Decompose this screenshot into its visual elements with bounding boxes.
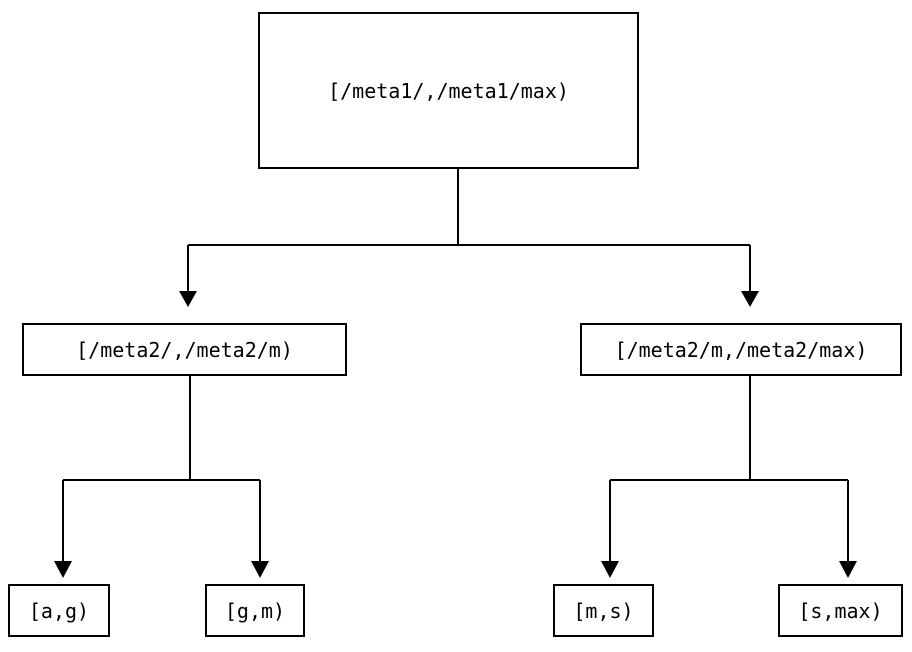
node-mid-left-label: [/meta2/,/meta2/m) <box>76 337 293 362</box>
arrowhead-mid-right <box>741 291 759 307</box>
node-leaf-a-g[interactable]: [a,g) <box>8 584 110 637</box>
arrowhead-leaf-g-m <box>251 561 269 578</box>
arrowhead-leaf-a-g <box>54 561 72 578</box>
arrowhead-leaf-m-s <box>601 561 619 578</box>
node-leaf-g-m[interactable]: [g,m) <box>205 584 305 637</box>
node-leaf-m-s-label: [m,s) <box>573 598 634 623</box>
node-leaf-s-max[interactable]: [s,max) <box>778 584 903 637</box>
arrowhead-mid-left <box>179 291 197 307</box>
node-root-label: [/meta1/,/meta1/max) <box>328 78 569 103</box>
arrowhead-leaf-s-max <box>839 561 857 578</box>
node-mid-right-label: [/meta2/m,/meta2/max) <box>614 337 868 362</box>
node-leaf-s-max-label: [s,max) <box>798 598 883 623</box>
node-leaf-m-s[interactable]: [m,s) <box>553 584 654 637</box>
node-leaf-g-m-label: [g,m) <box>224 598 286 623</box>
node-mid-left[interactable]: [/meta2/,/meta2/m) <box>22 323 347 376</box>
node-mid-right[interactable]: [/meta2/m,/meta2/max) <box>580 323 902 376</box>
node-leaf-a-g-label: [a,g) <box>28 598 90 623</box>
node-root[interactable]: [/meta1/,/meta1/max) <box>258 12 639 169</box>
